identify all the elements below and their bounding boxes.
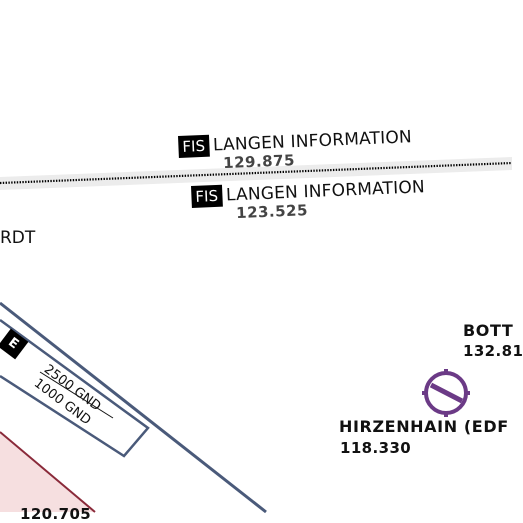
airspace-boundary-box: [0, 318, 150, 458]
airfield-name: HIRZENHAIN (EDF: [339, 417, 509, 436]
airfield-frequency: 132.81: [463, 342, 523, 360]
place-name-fragment: RDT: [0, 228, 36, 248]
altitude-divider: [39, 371, 114, 419]
fis-frequency: 123.525: [235, 201, 309, 223]
airspace-boundary-outer: [0, 301, 267, 514]
fis-tag: FIS: [191, 184, 223, 208]
frequency-fragment: 120.705: [20, 505, 92, 523]
airfield-name: BOTT: [463, 321, 514, 340]
fis-frequency: 129.875: [222, 151, 296, 173]
chart-graphics: [0, 157, 513, 514]
airfield-symbol: [422, 369, 470, 417]
fis-boundary-line: [0, 161, 513, 185]
fis-tag: FIS: [178, 134, 210, 158]
airfield-frequency: 118.330: [340, 439, 412, 457]
restricted-area-border: [0, 431, 96, 513]
